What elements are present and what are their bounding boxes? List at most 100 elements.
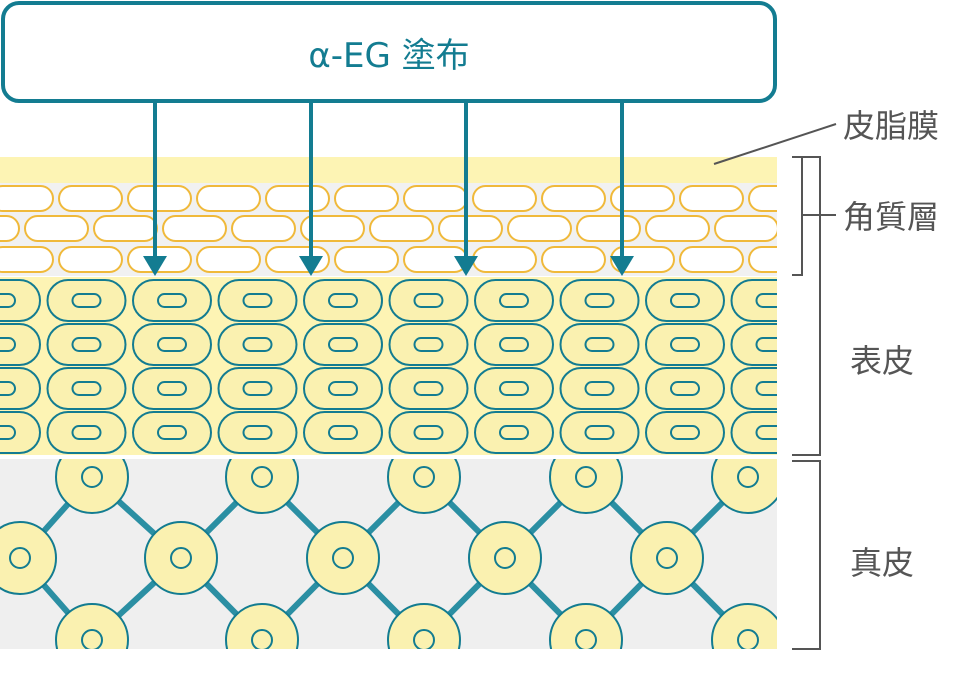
epidermis-nucleus xyxy=(499,381,529,396)
epidermis-nucleus xyxy=(755,425,777,440)
epidermis-cell xyxy=(474,279,554,322)
dermis-network xyxy=(0,459,777,649)
epidermis-nucleus xyxy=(499,425,529,440)
corneum-cell xyxy=(403,185,468,212)
epidermis-nucleus xyxy=(71,337,102,352)
dermis-nucleus xyxy=(251,466,273,488)
dermis-cell xyxy=(55,459,129,514)
application-arrows xyxy=(143,103,634,276)
dermis-cell xyxy=(0,521,57,595)
epidermis-nucleus xyxy=(413,381,444,396)
epidermis-cell xyxy=(730,367,777,410)
dermis-cell xyxy=(225,603,299,649)
dermis-nucleus xyxy=(575,629,597,649)
epidermis-cell xyxy=(474,411,554,454)
epidermis-nucleus xyxy=(242,337,273,352)
epidermis-cell xyxy=(0,279,41,322)
epidermis-nucleus xyxy=(499,293,529,308)
epidermis-nucleus xyxy=(328,337,358,352)
epidermis-nucleus xyxy=(584,337,615,352)
corneum-cell xyxy=(93,215,158,242)
epidermis-nucleus xyxy=(157,337,187,352)
dermis-cell xyxy=(387,459,461,514)
epidermis-nucleus xyxy=(0,337,16,352)
epidermis-cell xyxy=(132,367,212,410)
application-box xyxy=(1,1,777,103)
corneum-cell xyxy=(369,215,434,242)
arrow-2-head xyxy=(299,256,323,276)
corneum-cell xyxy=(58,185,123,212)
sebum-pointer-line xyxy=(713,123,837,165)
corneum-cell xyxy=(576,215,641,242)
epidermis-cell xyxy=(559,323,640,366)
arrow-3-head xyxy=(454,256,478,276)
epidermis-nucleus xyxy=(584,293,615,308)
epidermis-cell xyxy=(303,367,383,410)
epidermis-cell xyxy=(559,367,640,410)
epidermis-cell xyxy=(645,279,725,322)
epidermis-nucleus xyxy=(755,337,777,352)
epidermis-bracket xyxy=(792,156,821,456)
corneum-cell xyxy=(472,185,537,212)
corneum-cell xyxy=(300,215,365,242)
epidermis-nucleus xyxy=(413,293,444,308)
epidermis-cell xyxy=(645,323,725,366)
epidermis-cell xyxy=(730,323,777,366)
epidermis-nucleus xyxy=(670,425,700,440)
epidermis-nucleus xyxy=(755,381,777,396)
epidermis-nucleus xyxy=(157,425,187,440)
corneum-cell xyxy=(748,185,777,212)
epidermis-cell xyxy=(46,411,127,454)
corneum-cell xyxy=(507,215,572,242)
epidermis-cell xyxy=(0,411,41,454)
epidermis-nucleus xyxy=(499,337,529,352)
dermis-nucleus xyxy=(413,466,435,488)
epidermis-nucleus xyxy=(755,293,777,308)
corneum-cell xyxy=(679,246,744,273)
epidermis-cell xyxy=(730,279,777,322)
corneum-cell xyxy=(610,185,675,212)
epidermis-cell xyxy=(0,367,41,410)
dermis-cell xyxy=(144,521,218,595)
epidermis-nucleus xyxy=(413,425,444,440)
epidermis-cell xyxy=(388,279,469,322)
corneum-cell xyxy=(714,215,777,242)
dermis-cell xyxy=(55,603,129,649)
epidermis-cell xyxy=(132,279,212,322)
epidermis-cell xyxy=(46,323,127,366)
corneum-cell xyxy=(334,246,399,273)
epidermis-cell xyxy=(730,411,777,454)
epidermis-nucleus xyxy=(157,381,187,396)
corneum-cell xyxy=(0,246,54,273)
corneum-cell xyxy=(231,215,296,242)
epidermis-cell xyxy=(217,367,298,410)
application-title: α-EG 塗布 xyxy=(308,36,469,76)
stratum-corneum-label: 角質層 xyxy=(843,198,939,236)
dermis-bracket xyxy=(792,460,821,650)
epidermis-cell xyxy=(474,367,554,410)
dermis-nucleus xyxy=(737,629,759,649)
sebum-layer xyxy=(0,157,777,187)
sebum-label: 皮脂膜 xyxy=(843,107,939,145)
epidermis-nucleus xyxy=(71,425,102,440)
dermis-nucleus xyxy=(81,466,103,488)
epidermis-cell xyxy=(388,323,469,366)
corneum-cell xyxy=(748,246,777,273)
corneum-cell xyxy=(679,185,744,212)
epidermis-cell xyxy=(303,323,383,366)
dermis-cell xyxy=(549,459,623,514)
dermis-cell xyxy=(306,521,380,595)
epidermis-cell xyxy=(645,411,725,454)
epidermis-cell xyxy=(559,411,640,454)
epidermis-cell xyxy=(388,411,469,454)
corneum-cell xyxy=(541,246,606,273)
epidermis-nucleus xyxy=(584,381,615,396)
epidermis-cell xyxy=(645,367,725,410)
epidermis-cell xyxy=(0,323,41,366)
corneum-cells xyxy=(0,185,777,273)
epidermis-cell xyxy=(388,367,469,410)
epidermis-nucleus xyxy=(413,337,444,352)
epidermis-cells xyxy=(0,279,777,454)
epidermis-cell xyxy=(303,279,383,322)
